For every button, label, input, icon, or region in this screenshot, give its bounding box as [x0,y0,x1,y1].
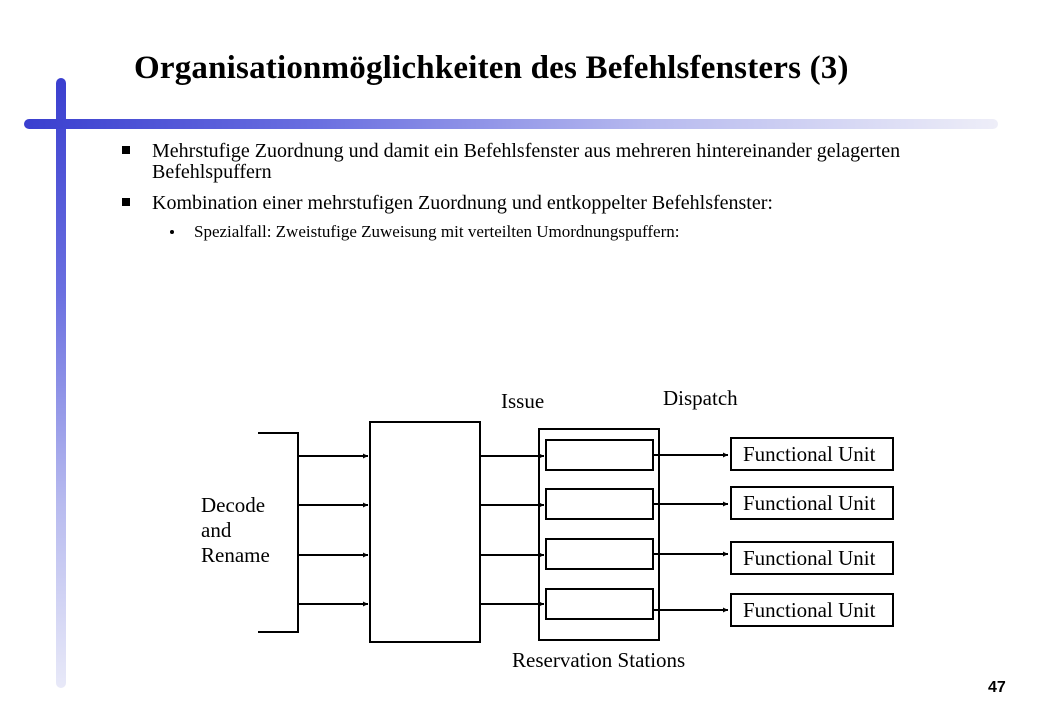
bullet-item: Mehrstufige Zuordnung und damit ein Befe… [122,141,982,183]
decode-bracket [258,432,299,633]
reservation-station-slot [545,488,654,520]
functional-unit-box [730,486,894,520]
bullet-list: Mehrstufige Zuordnung und damit ein Befe… [122,141,982,242]
functional-unit-box [730,593,894,627]
bullet-item: Kombination einer mehrstufigen Zuordnung… [122,193,982,214]
page-number: 47 [988,679,1006,696]
dispatch-label: Dispatch [663,386,738,410]
decorative-horizontal-bar [24,119,998,129]
instruction-buffer-box [369,421,481,643]
dot-bullet-icon [170,230,174,234]
decorative-vertical-bar [56,78,66,688]
square-bullet-icon [122,146,130,154]
functional-unit-label: Functional Unit [743,491,876,515]
reservation-stations-box [538,428,660,641]
slide-title: Organisationmöglichkeiten des Befehlsfen… [134,50,849,86]
functional-unit-box [730,437,894,471]
decode-label-line: Decode [201,493,265,517]
bullet-text: Mehrstufige Zuordnung und damit ein Befe… [152,140,901,183]
functional-unit-label: Functional Unit [743,598,876,622]
reservation-station-slot [545,538,654,570]
functional-unit-label: Functional Unit [743,546,876,570]
functional-unit-box [730,541,894,575]
reservation-stations-label: Reservation Stations [512,648,685,672]
sub-bullet-item: Spezialfall: Zweistufige Zuweisung mit v… [122,222,982,242]
bullet-text: Kombination einer mehrstufigen Zuordnung… [152,192,773,214]
sub-bullet-text: Spezialfall: Zweistufige Zuweisung mit v… [194,222,680,241]
reservation-station-slot [545,588,654,620]
issue-label: Issue [501,389,544,413]
reservation-station-slot [545,439,654,471]
decode-label-line: Rename [201,543,270,567]
square-bullet-icon [122,198,130,206]
decode-label-line: and [201,518,232,542]
functional-unit-label: Functional Unit [743,442,876,466]
